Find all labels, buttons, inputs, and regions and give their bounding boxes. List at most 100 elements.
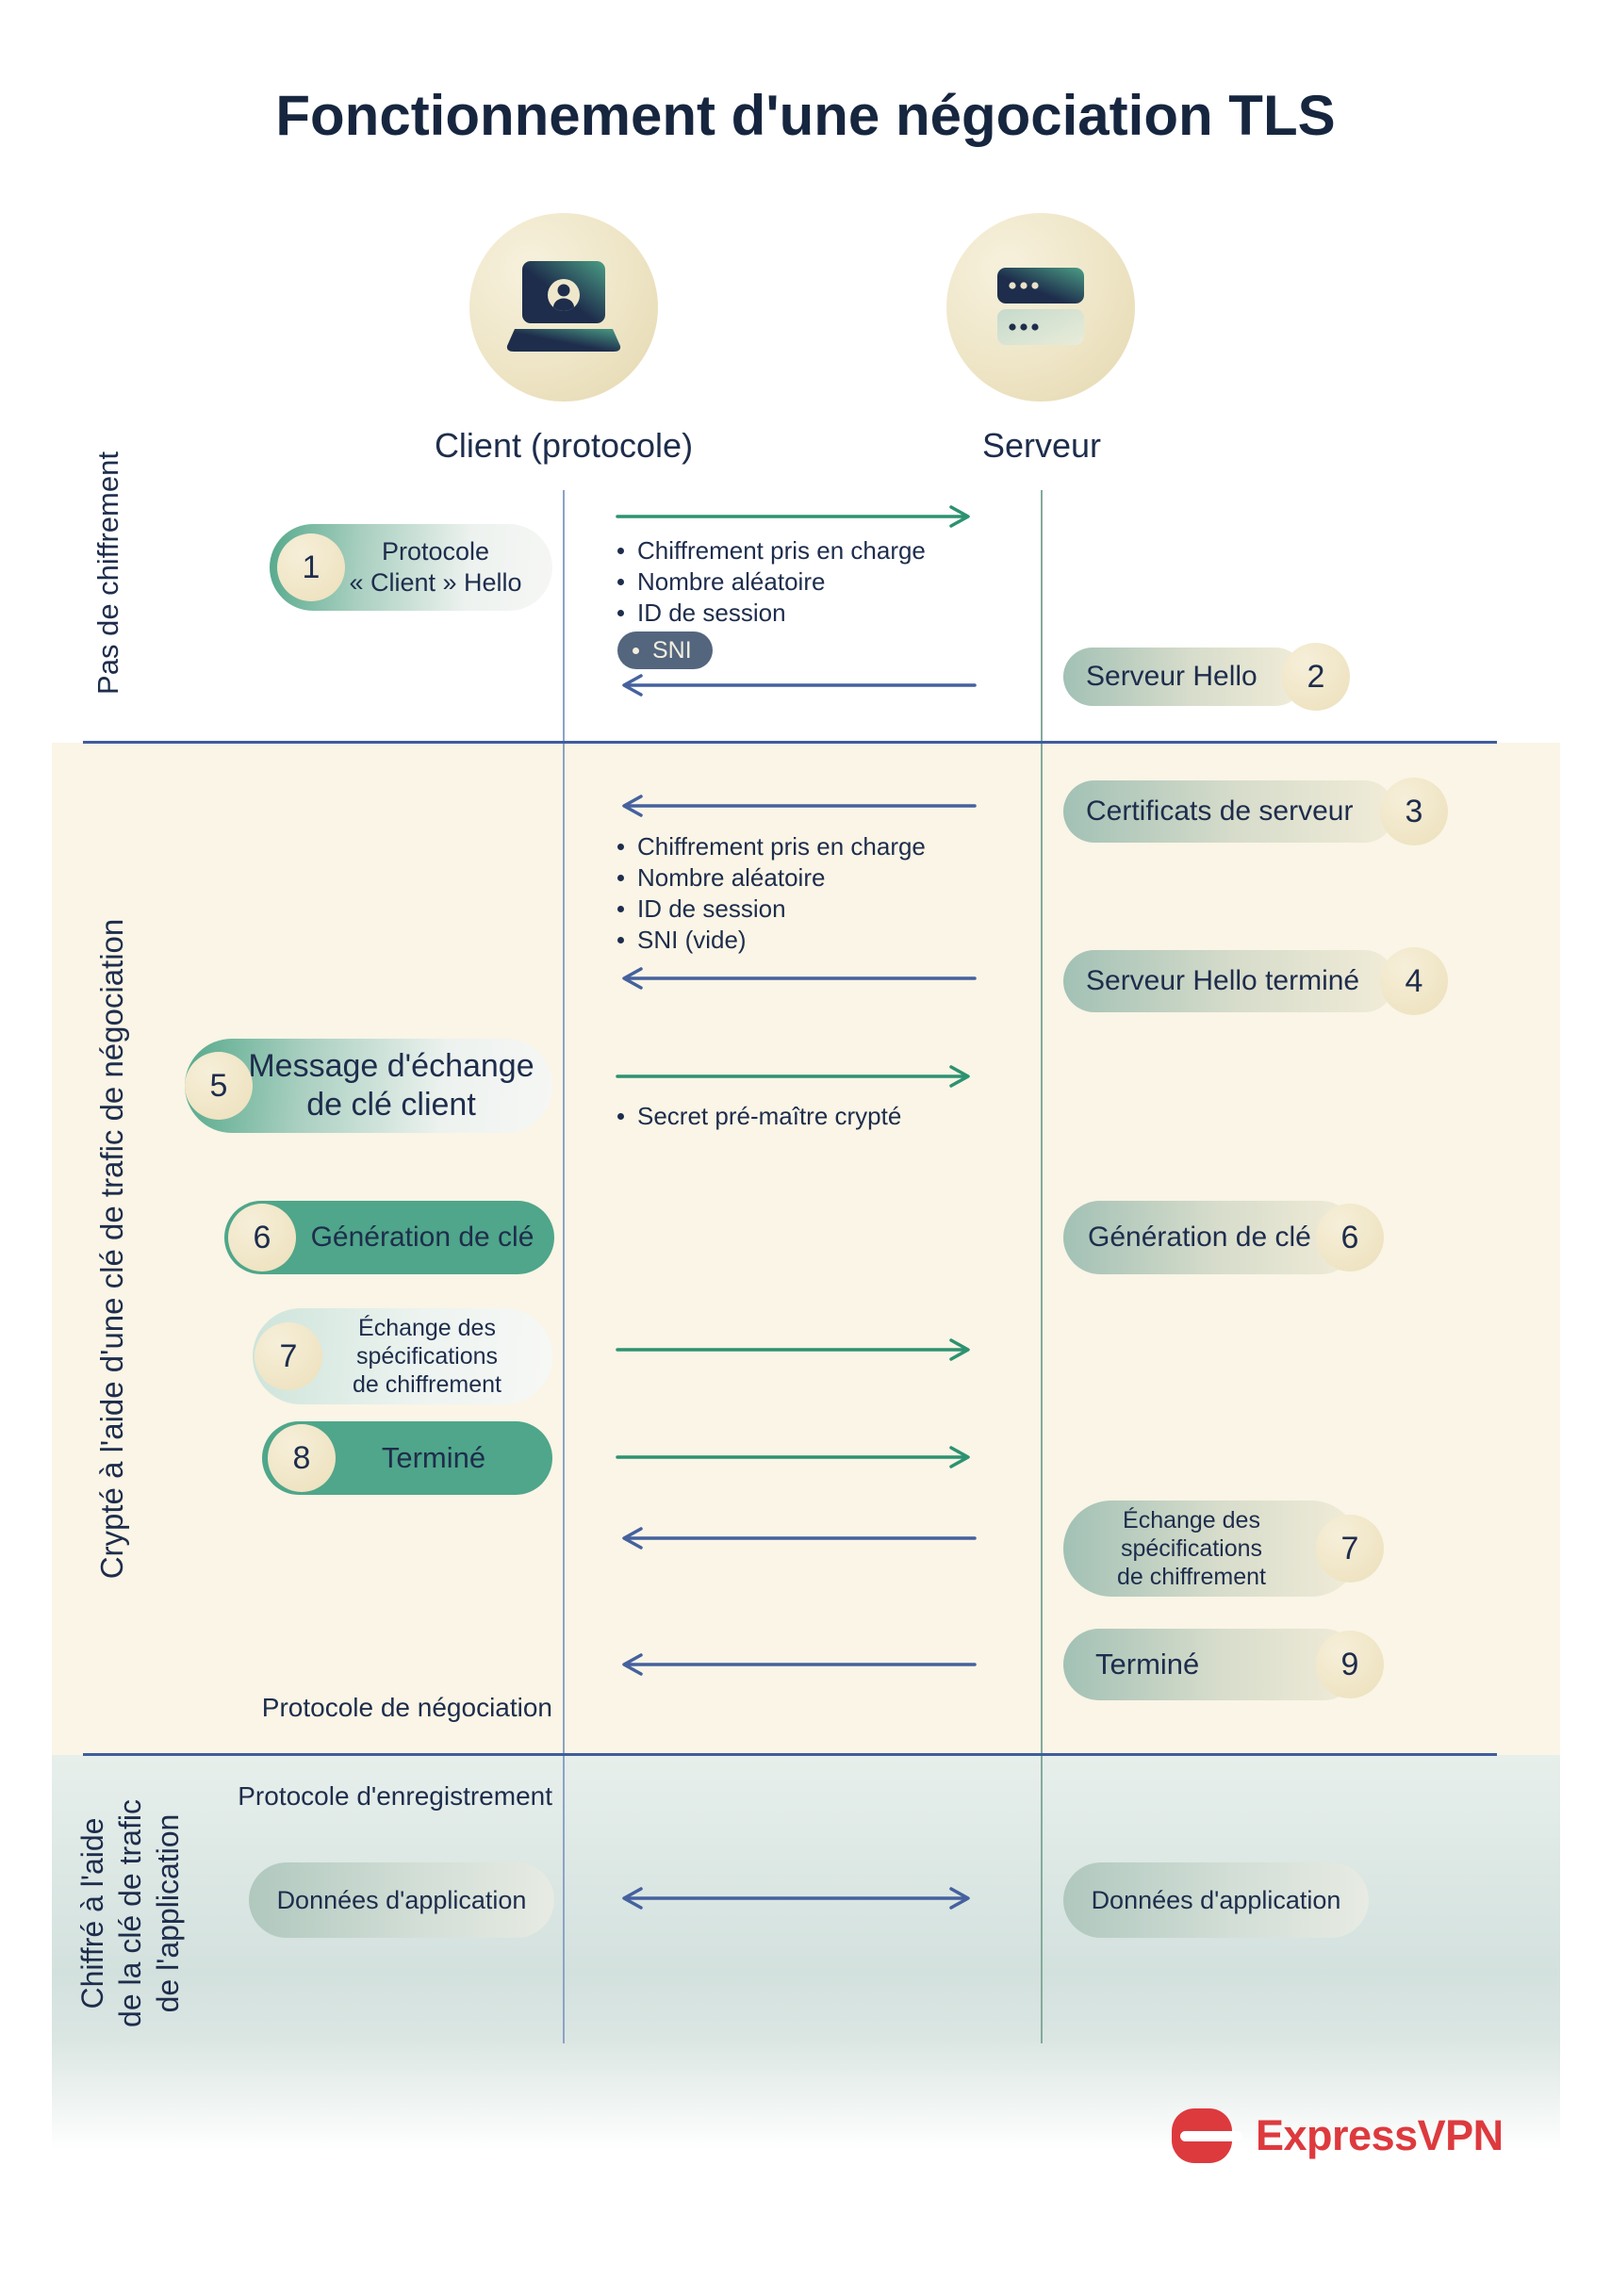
bullet-text: ID de session: [637, 894, 786, 923]
sni-badge: SNI: [617, 631, 713, 669]
bullet-text: SNI (vide): [637, 926, 747, 954]
bullet-item: Nombre aléatoire: [617, 862, 926, 894]
negotiation-protocol-label: Protocole de négociation: [261, 1693, 552, 1722]
step-label: Message d'échange de clé client: [248, 1048, 534, 1123]
step-number-4: 4: [1380, 947, 1448, 1015]
arrow-both-icon: [622, 1887, 970, 1910]
server-label: Serveur: [981, 426, 1102, 465]
step-number-1: 1: [277, 533, 345, 601]
laptop-icon: [506, 261, 621, 352]
bullet-dot: [617, 610, 624, 616]
section-divider-1: [83, 741, 1497, 744]
arrow-server-certificates: [615, 794, 978, 818]
application-data-label: Données d'application: [1091, 1885, 1341, 1914]
arrow-finished-server: [615, 1652, 978, 1677]
server-icon: [997, 268, 1084, 345]
step-number-6-server: 6: [1316, 1204, 1384, 1271]
step-number-5: 5: [185, 1052, 253, 1120]
server-response-details: Chiffrement pris en charge Nombre aléato…: [617, 831, 926, 956]
arrow-left-icon: [622, 1527, 977, 1550]
arrow-right-icon: [616, 1338, 970, 1361]
bullet-text: Secret pré-maître crypté: [637, 1102, 902, 1130]
arrow-right-icon: [616, 1065, 970, 1088]
step-number-7-client: 7: [255, 1322, 322, 1390]
bullet-dot: [617, 844, 624, 850]
bullet-item: ID de session: [617, 894, 926, 925]
step-number-8: 8: [268, 1424, 336, 1492]
arrow-client-hello: [615, 504, 978, 529]
application-section-background: [52, 1755, 1560, 2151]
expressvpn-wordmark: ExpressVPN: [1256, 2111, 1504, 2159]
client-hello-details: Chiffrement pris en charge Nombre aléato…: [617, 535, 926, 669]
step-finished-server-pill: Terminé: [1063, 1629, 1359, 1700]
bullet-text: Chiffrement pris en charge: [637, 536, 926, 565]
bullet-item: Secret pré-maître crypté: [617, 1101, 901, 1132]
arrow-right-icon: [616, 1446, 970, 1468]
step-number-2: 2: [1282, 643, 1350, 711]
step-label: Génération de clé: [1088, 1222, 1311, 1253]
arrow-finished-client: [615, 1445, 978, 1469]
bullet-item: Nombre aléatoire: [617, 566, 926, 598]
step-number-7-server: 7: [1316, 1515, 1384, 1583]
expressvpn-logo-icon: [1172, 2108, 1242, 2163]
record-protocol-label: Protocole d'enregistrement: [238, 1781, 552, 1811]
step-label: Terminé: [1095, 1648, 1200, 1681]
client-avatar: [469, 213, 658, 402]
step-label: Serveur Hello terminé: [1086, 965, 1360, 996]
arrow-server-hello: [615, 673, 978, 697]
step-label: Serveur Hello: [1086, 661, 1258, 692]
step-server-hello-pill: Serveur Hello: [1063, 648, 1305, 706]
bullet-text: Nombre aléatoire: [637, 567, 826, 596]
server-lifeline: [1041, 490, 1043, 2043]
step-number-9: 9: [1316, 1631, 1384, 1698]
application-data-client-pill: Données d'application: [249, 1862, 554, 1938]
bullet-text: ID de session: [637, 599, 786, 627]
application-data-server-pill: Données d'application: [1063, 1862, 1369, 1938]
step-label: Protocole « Client » Hello: [349, 537, 522, 597]
bullet-dot: [617, 937, 624, 943]
bullet-item: Chiffrement pris en charge: [617, 535, 926, 566]
key-exchange-details: Secret pré-maître crypté: [617, 1101, 901, 1132]
step-label: Terminé: [381, 1441, 486, 1474]
arrow-server-hello-done: [615, 966, 978, 991]
step-cipher-spec-client-pill: Échange des spécifications de chiffremen…: [253, 1308, 552, 1404]
arrow-left-icon: [622, 967, 977, 990]
page-title: Fonctionnement d'une négociation TLS: [275, 84, 1336, 147]
bullet-dot: [617, 579, 624, 585]
arrow-left-icon: [622, 674, 977, 697]
bullet-dot: [617, 906, 624, 912]
step-number-3: 3: [1380, 778, 1448, 845]
bullet-text: Nombre aléatoire: [637, 863, 826, 892]
arrow-left-icon: [622, 795, 977, 817]
arrow-cipher-spec-server: [615, 1526, 978, 1550]
client-lifeline: [563, 490, 565, 2043]
step-number-6-client: 6: [228, 1204, 296, 1271]
bullet-dot: [617, 548, 624, 554]
step-server-certificates-pill: Certificats de serveur: [1063, 780, 1395, 843]
side-label-no-encryption: Pas de chiffrement: [91, 451, 124, 695]
arrow-right-icon: [616, 505, 970, 528]
expressvpn-logo: ExpressVPN: [1169, 2106, 1504, 2166]
bullet-item: SNI (vide): [617, 925, 926, 956]
bullet-dot: [633, 647, 639, 654]
bullet-item: ID de session: [617, 598, 926, 629]
bullet-dot: [617, 875, 624, 881]
step-server-hello-done-pill: Serveur Hello terminé: [1063, 950, 1395, 1012]
arrow-left-icon: [622, 1653, 977, 1676]
arrow-cipher-spec-client: [615, 1337, 978, 1362]
step-label: Échange des spécifications de chiffremen…: [1117, 1507, 1266, 1590]
application-data-label: Données d'application: [276, 1885, 527, 1914]
bullet-item: Chiffrement pris en charge: [617, 831, 926, 862]
step-label: Génération de clé: [310, 1222, 534, 1253]
section-divider-2: [83, 1753, 1497, 1756]
arrow-application-data: [615, 1886, 978, 1911]
server-avatar: [946, 213, 1135, 402]
step-key-generation-server-pill: Génération de clé: [1063, 1201, 1357, 1274]
sni-text: SNI: [652, 636, 692, 664]
client-label: Client (protocole): [434, 426, 694, 465]
arrow-client-key-exchange: [615, 1064, 978, 1089]
bullet-text: Chiffrement pris en charge: [637, 832, 926, 861]
step-label: Échange des spécifications de chiffremen…: [353, 1315, 501, 1398]
step-cipher-spec-server-pill: Échange des spécifications de chiffremen…: [1063, 1501, 1359, 1597]
